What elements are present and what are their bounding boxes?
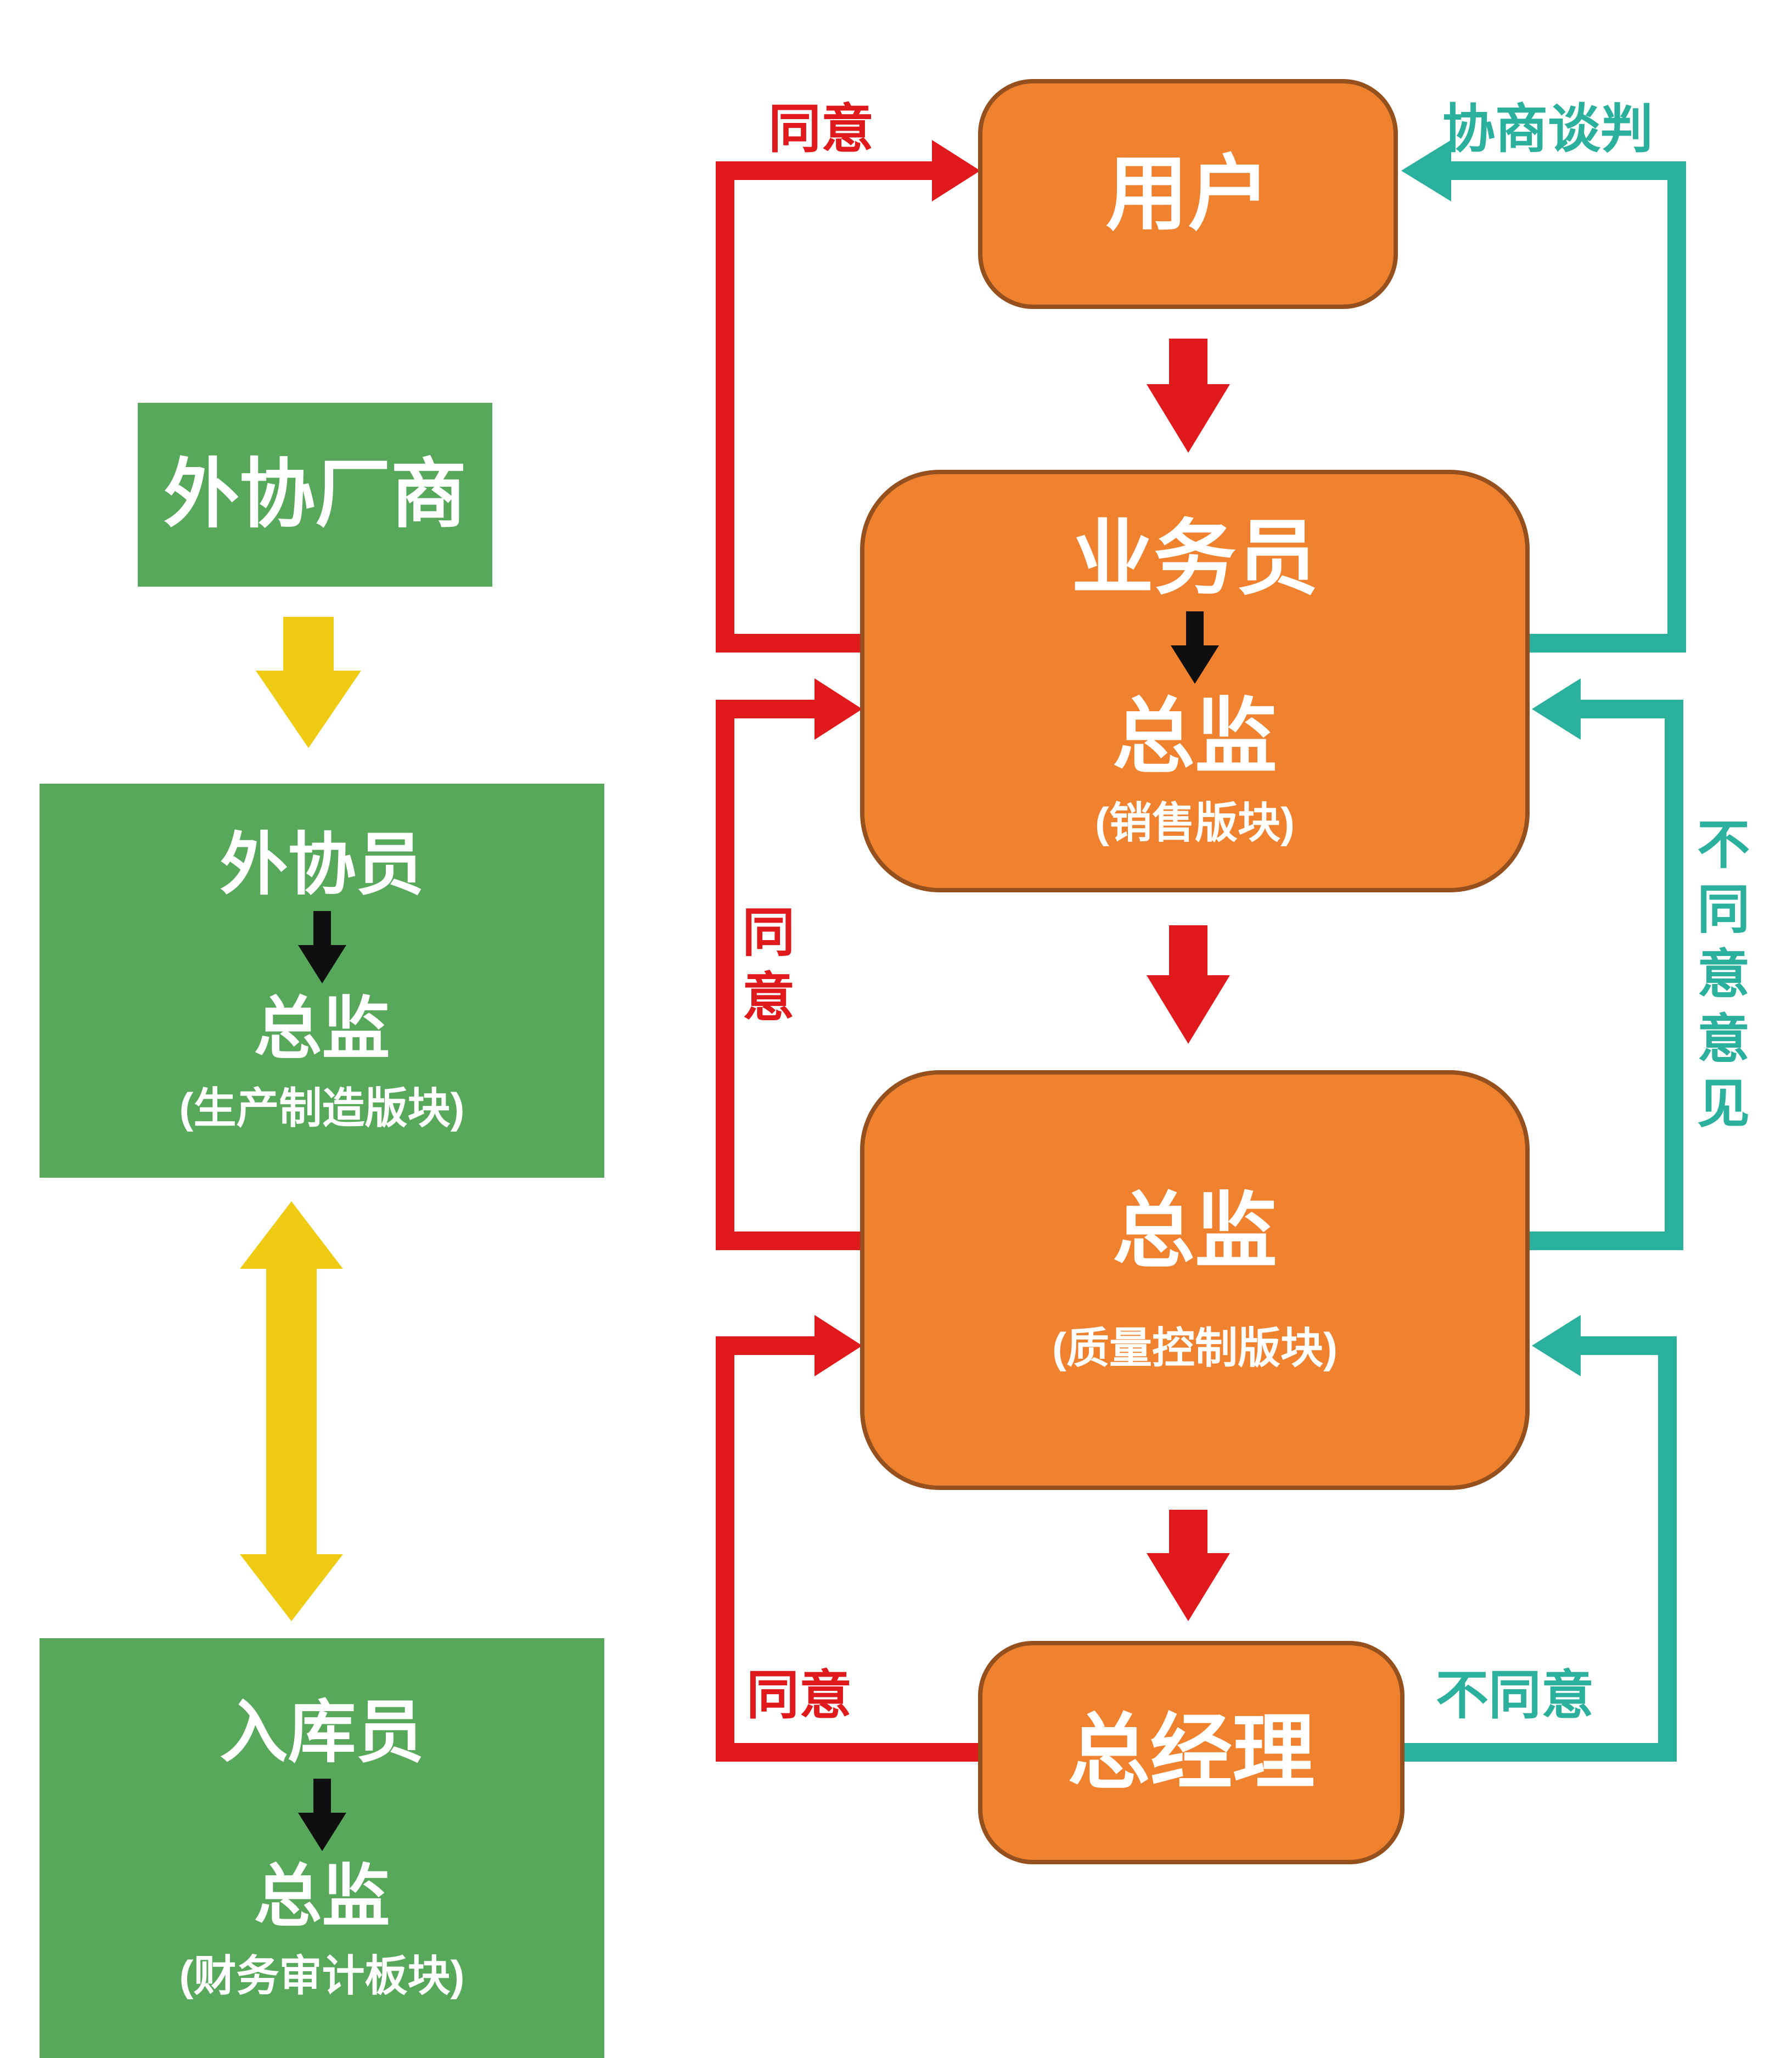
sales-box: 业务员 总监 (销售版块) [860, 470, 1530, 892]
arrowhead-right-icon [814, 1315, 862, 1376]
warehouse-director-label: 总监 [254, 1858, 390, 1935]
edge-label-negotiate: 协商谈判 [1442, 100, 1653, 159]
user-box: 用户 [978, 79, 1398, 309]
arrowhead-right-icon [932, 140, 980, 201]
edge-label-disagree-opinion: 不同意意见 [1689, 817, 1748, 1140]
agree-edge-bottom [716, 1315, 978, 1762]
agree-edge-top [716, 140, 980, 653]
production-director-label: 总监 [254, 991, 390, 1067]
production-dept-label: (生产制造版块) [179, 1084, 465, 1133]
edge-label-disagree-bottom: 不同意 [1436, 1666, 1594, 1725]
flow-arrow-production-warehouse-bidirectional [240, 1201, 343, 1621]
vendor-label: 外协厂商 [163, 452, 467, 537]
sales-dept-label: (销售版块) [1095, 799, 1295, 847]
vendor-box: 外协厂商 [138, 403, 492, 587]
down-arrow-icon [276, 911, 369, 983]
disagree-edge-middle [1530, 678, 1683, 1250]
arrowhead-right-icon [814, 678, 862, 740]
down-arrow-icon [1148, 611, 1242, 684]
disagree-edge-bottom [1405, 1315, 1677, 1762]
flow-arrow-vendor-to-production [256, 617, 361, 748]
gm-box: 总经理 [978, 1641, 1405, 1864]
warehouse-box: 入库员 总监 (财务审计板块) [40, 1638, 604, 2058]
sales-role-label: 业务员 [1071, 512, 1318, 605]
arrowhead-left-icon [1532, 678, 1581, 740]
edge-label-agree-middle: 同意 [734, 904, 793, 1034]
edge-label-agree-bottom: 同意 [746, 1666, 852, 1725]
user-label: 用户 [1105, 148, 1271, 240]
quality-box: 总监 (质量控制版块) [860, 1070, 1530, 1490]
negotiate-edge-top [1401, 140, 1686, 653]
flow-arrow-user-to-sales [1147, 339, 1230, 453]
warehouse-role-label: 入库员 [220, 1694, 424, 1770]
production-role-label: 外协员 [220, 827, 424, 903]
gm-label: 总经理 [1068, 1706, 1315, 1798]
agree-edge-middle [716, 678, 862, 1250]
arrowhead-left-icon [1532, 1315, 1581, 1376]
quality-director-label: 总监 [1112, 1185, 1277, 1278]
down-arrow-icon [276, 1779, 369, 1851]
quality-dept-label: (质量控制版块) [1052, 1324, 1338, 1373]
sales-director-label: 总监 [1112, 690, 1277, 783]
production-box: 外协员 总监 (生产制造版块) [40, 784, 604, 1178]
edge-label-agree-top: 同意 [768, 100, 874, 159]
flow-arrow-sales-to-quality [1147, 925, 1230, 1044]
flow-arrow-quality-to-gm [1147, 1510, 1230, 1621]
warehouse-dept-label: (财务审计板块) [179, 1951, 465, 2000]
arrowhead-left-icon [1401, 140, 1451, 201]
